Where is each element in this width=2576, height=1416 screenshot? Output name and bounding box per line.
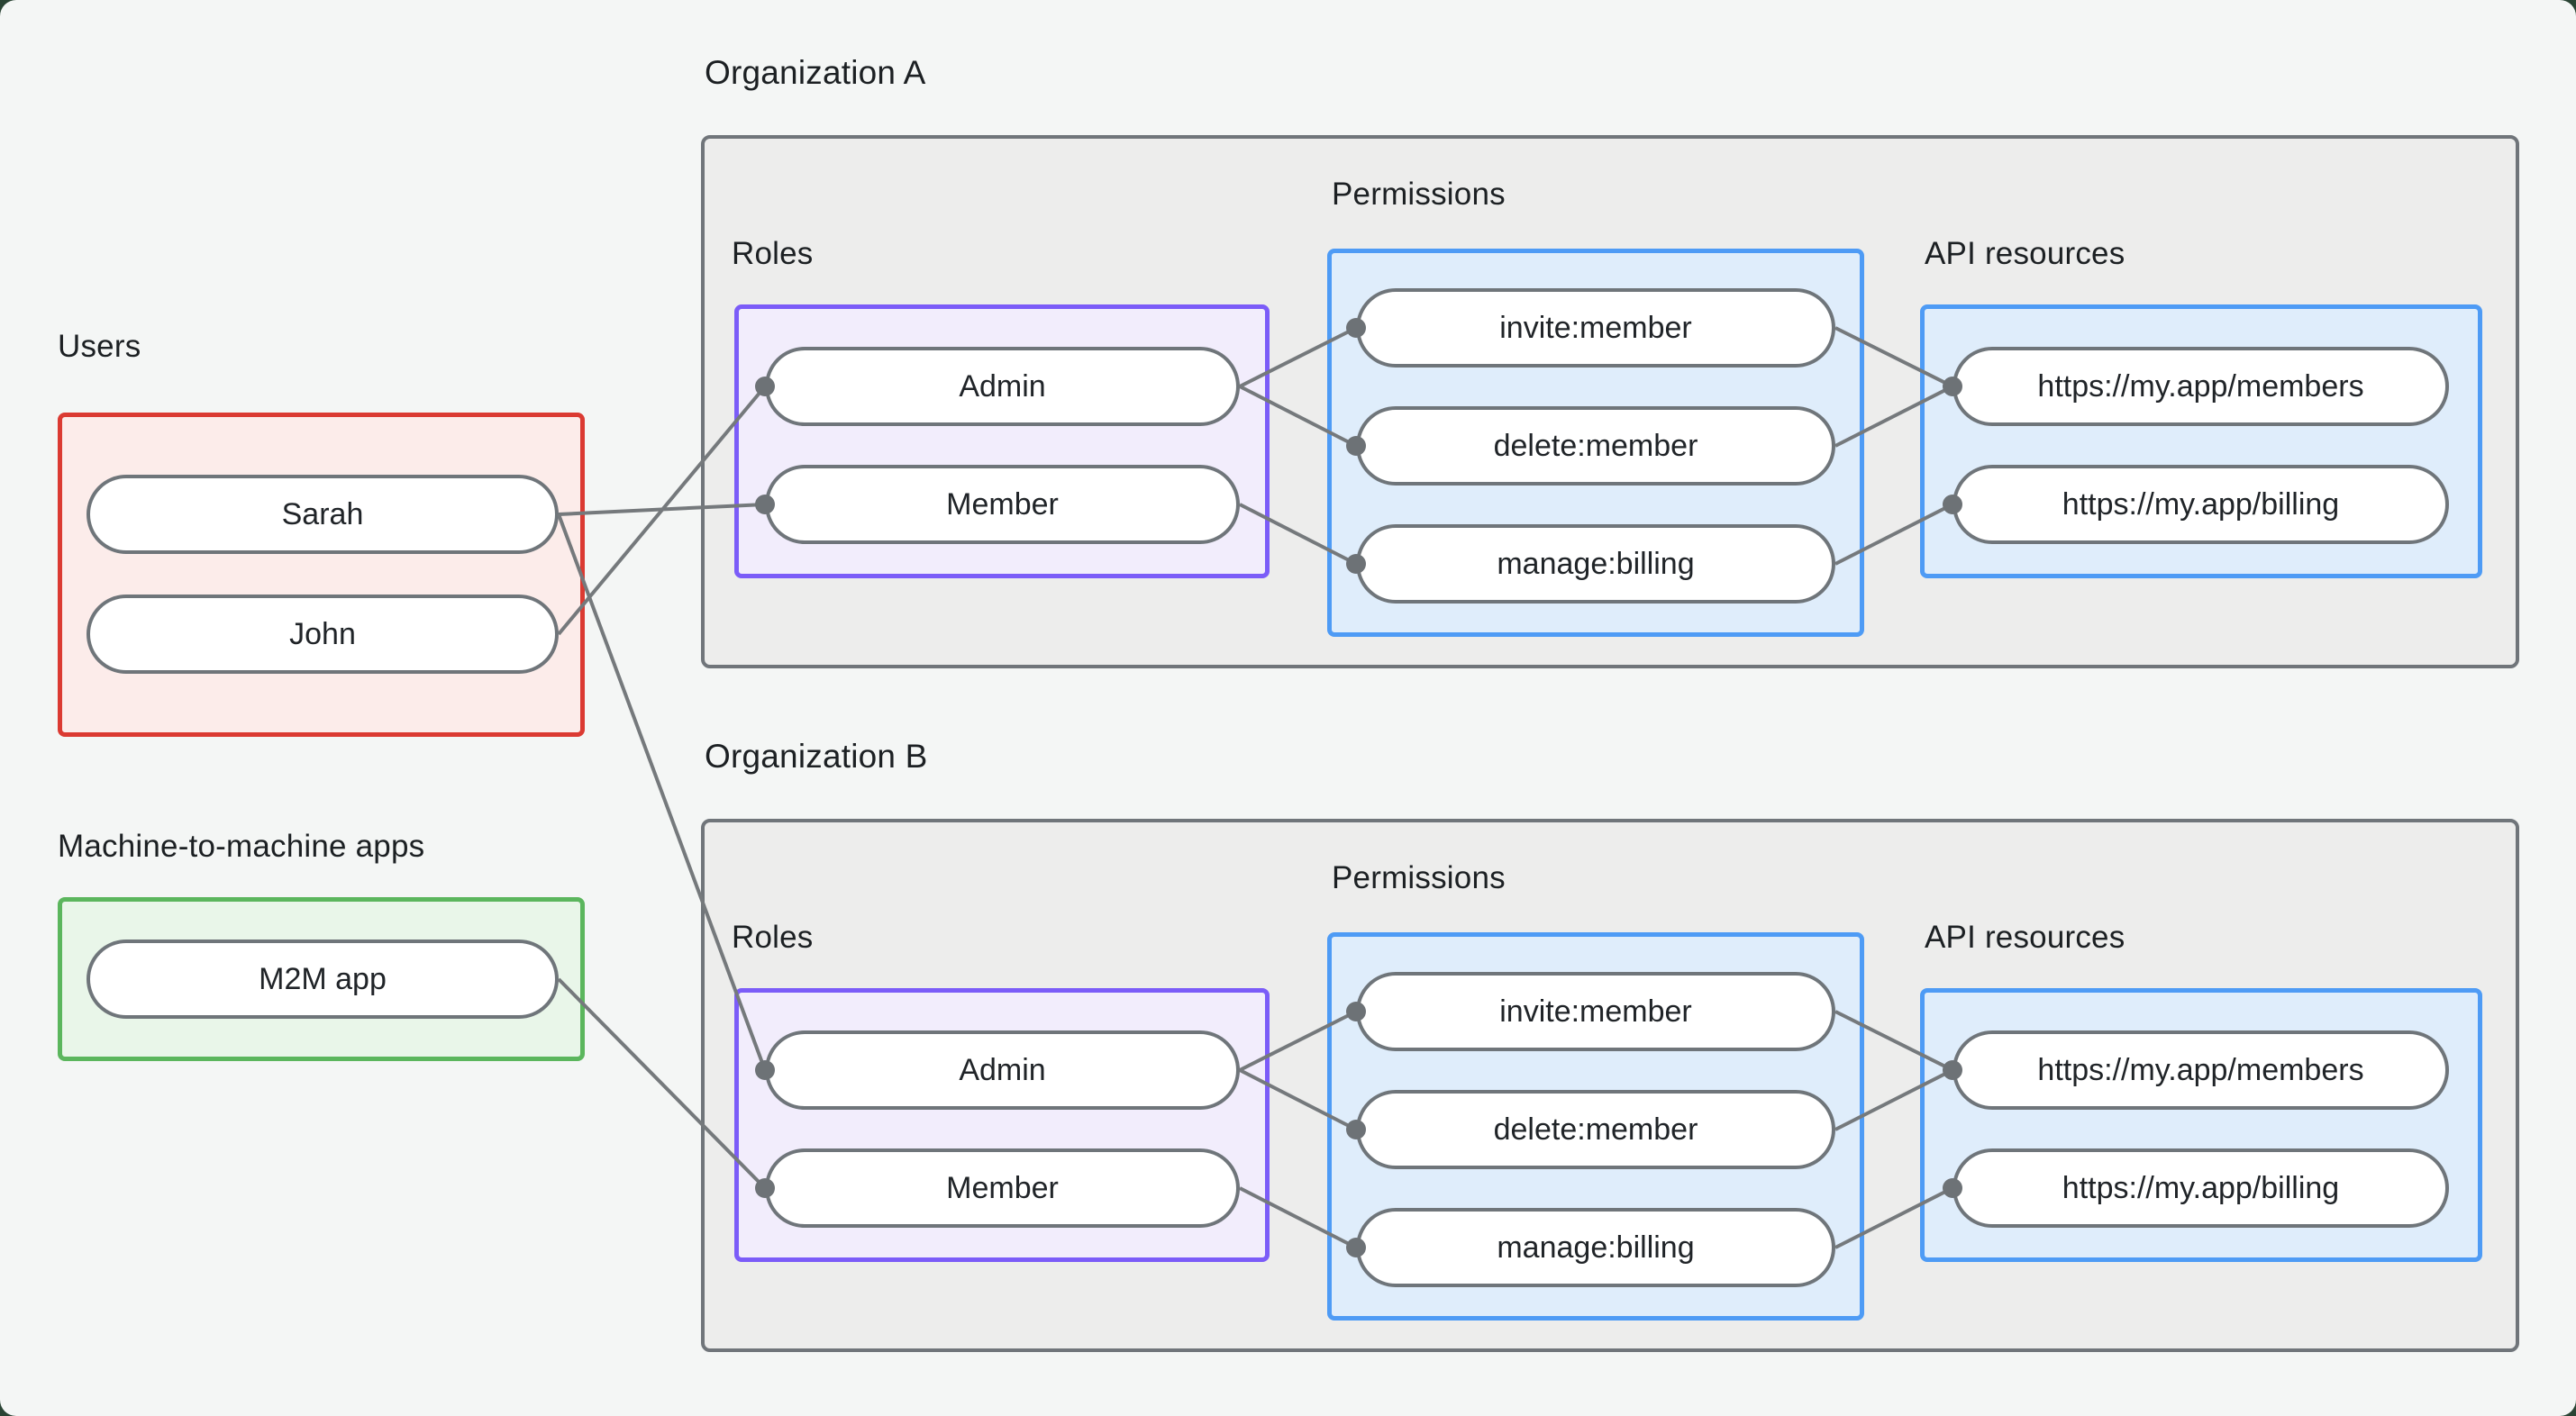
node-orga-api-members: https://my.app/members [1952, 347, 2449, 426]
org-b-permissions-label: Permissions [1332, 860, 1506, 895]
org-a-api-label: API resources [1925, 236, 2125, 271]
org-b-api-label: API resources [1925, 920, 2125, 955]
node-m2m-app: M2M app [86, 939, 559, 1019]
org-a-roles-label: Roles [732, 236, 814, 271]
node-orgb-delete-member: delete:member [1356, 1090, 1835, 1169]
node-orga-manage-billing: manage:billing [1356, 524, 1835, 604]
node-orga-delete-member: delete:member [1356, 406, 1835, 486]
node-user-john: John [86, 595, 559, 674]
org-b-label: Organization B [705, 738, 928, 775]
users-section-label: Users [58, 329, 141, 364]
users-group-box [58, 413, 585, 737]
org-a-permissions-label: Permissions [1332, 177, 1506, 212]
node-orgb-manage-billing: manage:billing [1356, 1208, 1835, 1287]
node-orga-admin: Admin [765, 347, 1240, 426]
node-orga-invite-member: invite:member [1356, 288, 1835, 368]
node-orgb-api-billing: https://my.app/billing [1952, 1148, 2449, 1228]
node-orgb-admin: Admin [765, 1030, 1240, 1110]
org-a-label: Organization A [705, 54, 926, 91]
node-orga-member: Member [765, 465, 1240, 544]
node-orgb-member: Member [765, 1148, 1240, 1228]
node-orga-api-billing: https://my.app/billing [1952, 465, 2449, 544]
node-orgb-api-members: https://my.app/members [1952, 1030, 2449, 1110]
node-user-sarah: Sarah [86, 475, 559, 554]
org-b-roles-label: Roles [732, 920, 814, 955]
m2m-section-label: Machine-to-machine apps [58, 829, 425, 864]
node-orgb-invite-member: invite:member [1356, 972, 1835, 1051]
